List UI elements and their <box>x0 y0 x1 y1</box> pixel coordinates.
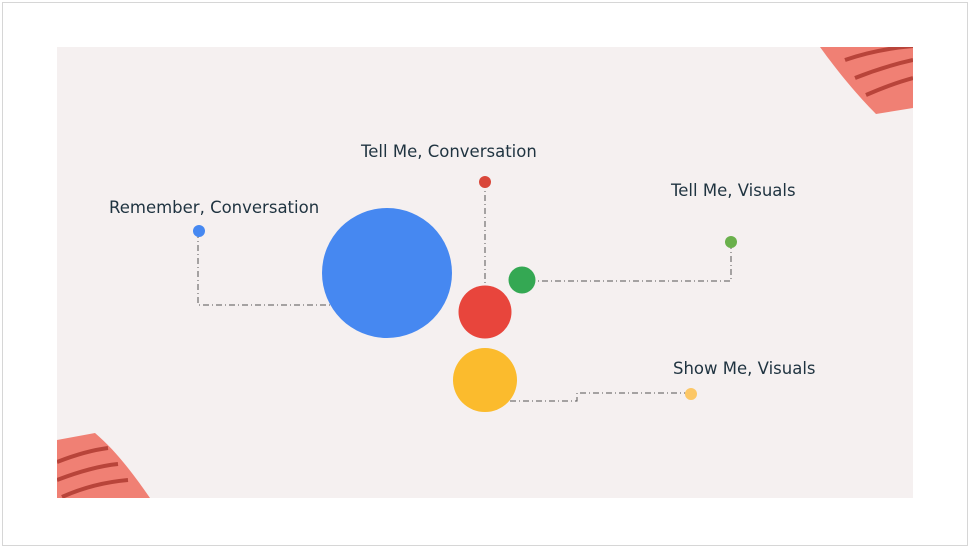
red-marker-dot <box>479 176 491 188</box>
green-circle <box>508 266 536 294</box>
blue-circle <box>322 208 452 338</box>
bottom-left-leaf-decoration <box>57 433 150 498</box>
red-circle <box>458 285 512 339</box>
connector-show-me-visuals <box>510 392 690 402</box>
yellow-marker-dot <box>685 388 697 400</box>
label-tell-me-visuals: Tell Me, Visuals <box>671 181 796 200</box>
slide-canvas <box>57 47 913 498</box>
label-tell-me-conversation: Tell Me, Conversation <box>361 142 537 161</box>
yellow-circle <box>453 348 517 412</box>
blue-marker-dot <box>193 225 205 237</box>
green-marker-dot <box>725 236 737 248</box>
connector-tell-me-visuals <box>536 243 732 282</box>
label-show-me-visuals: Show Me, Visuals <box>673 359 816 378</box>
top-right-leaf-decoration <box>820 47 913 114</box>
connector-remember-conversation <box>197 232 332 306</box>
label-remember-conversation: Remember, Conversation <box>109 198 320 217</box>
